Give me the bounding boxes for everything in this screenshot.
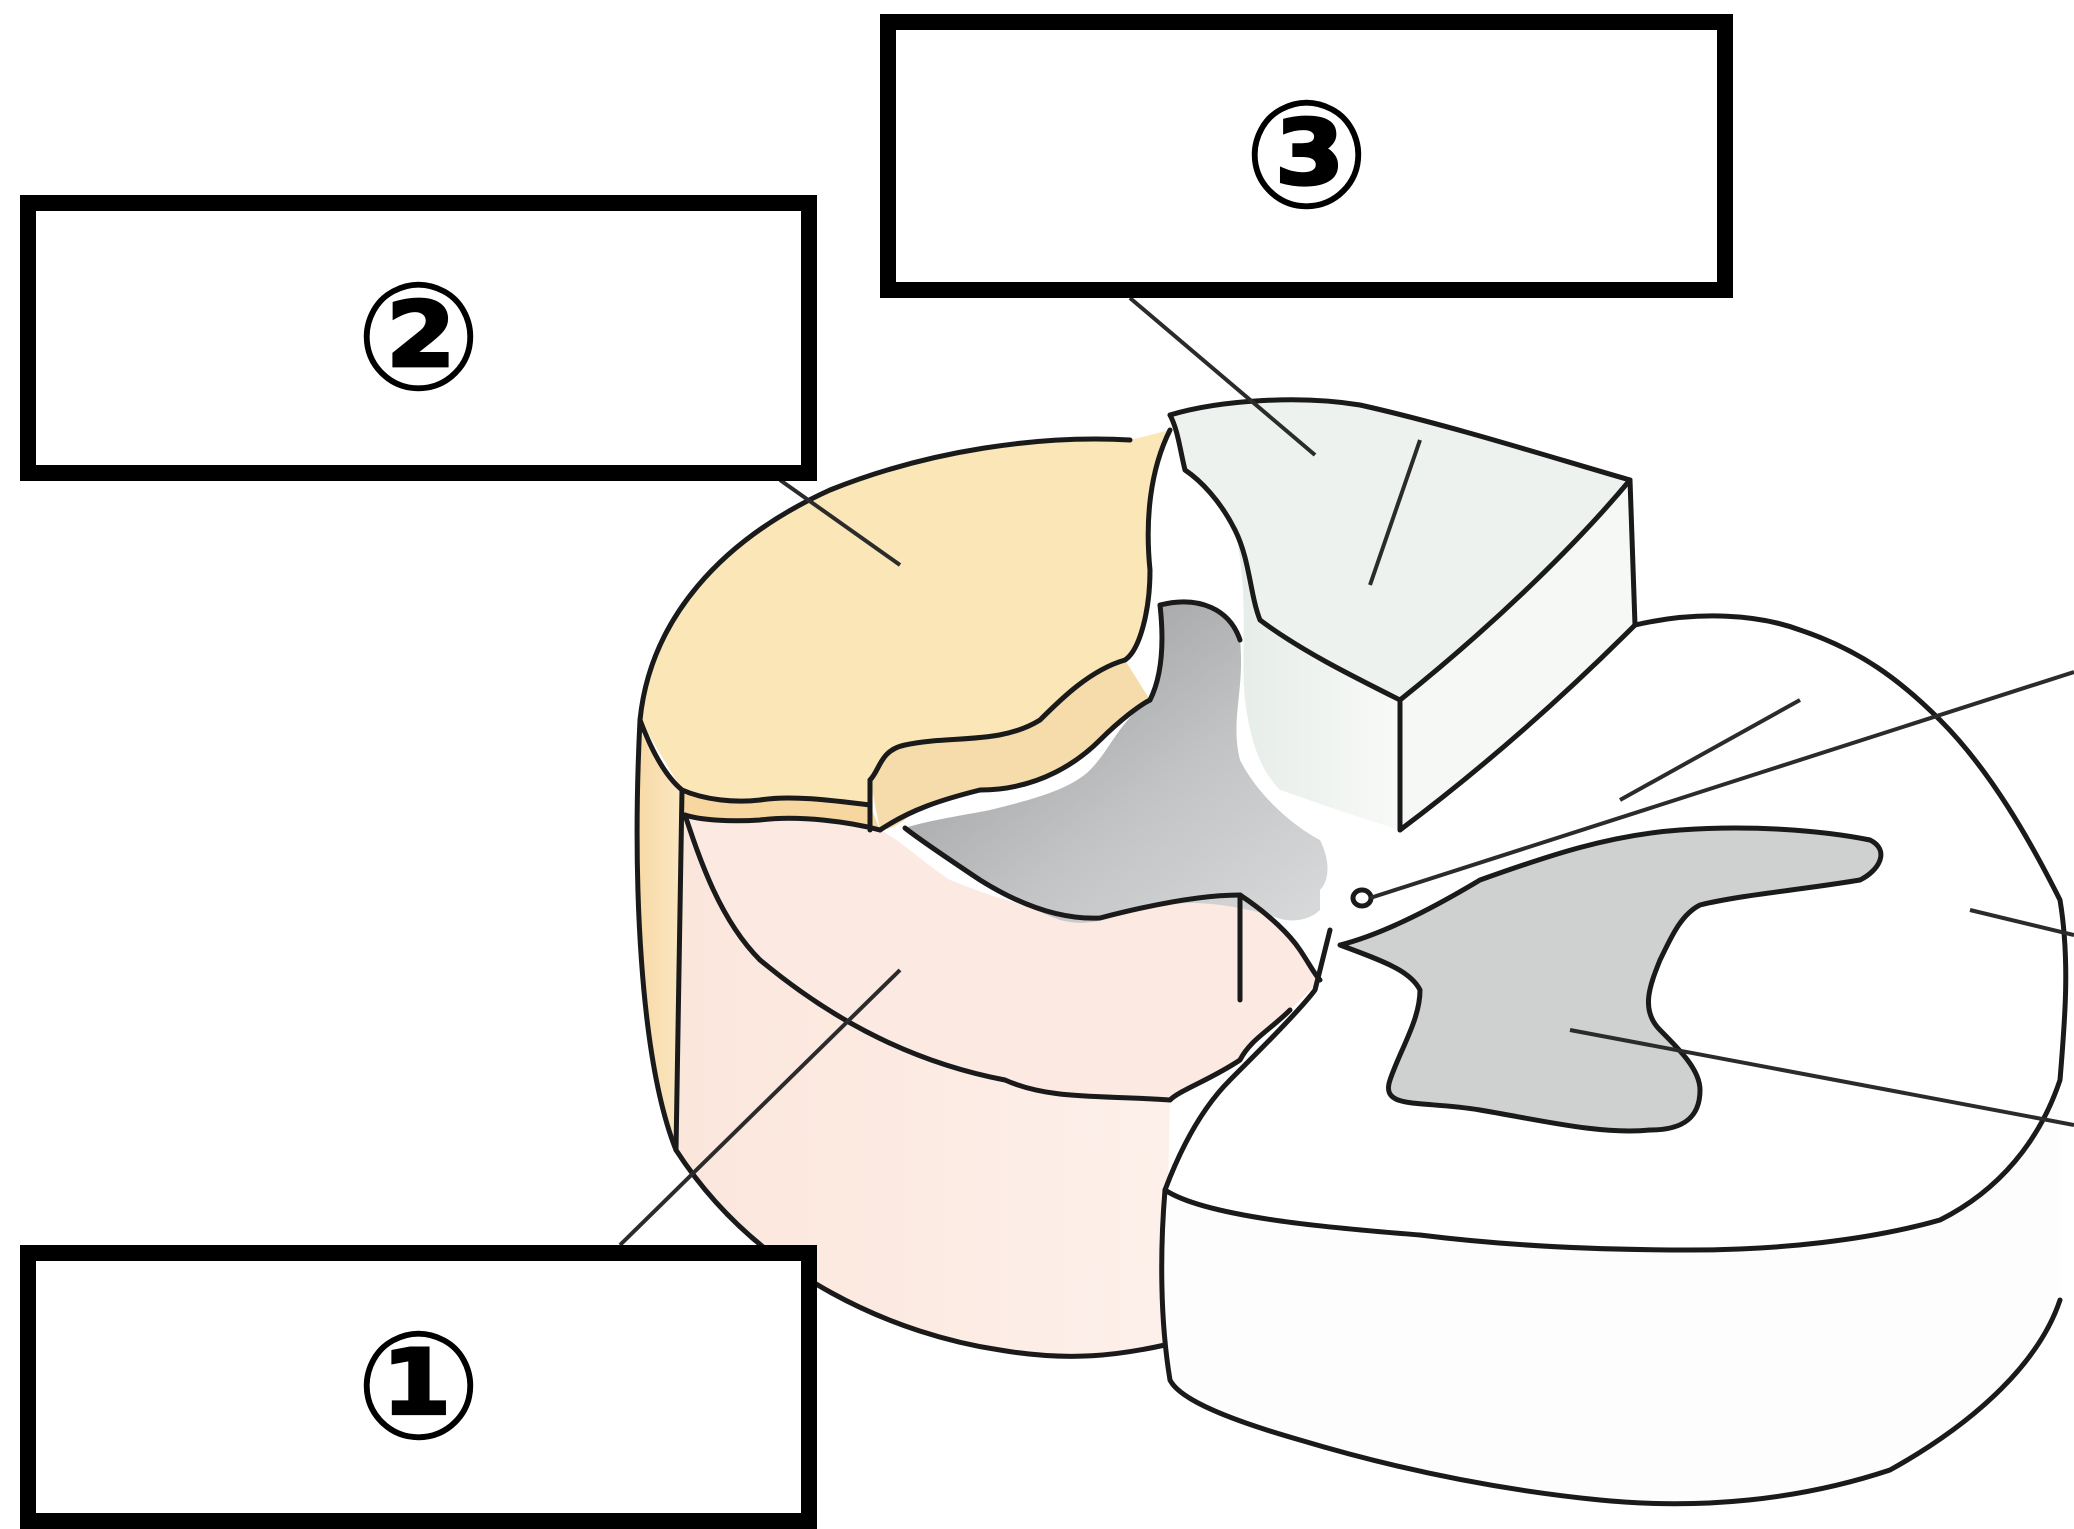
label-box-2[interactable]: ② <box>20 195 817 481</box>
label-2-text: ② <box>355 263 482 413</box>
label-3-text: ③ <box>1243 81 1370 231</box>
label-1-text: ① <box>355 1312 482 1462</box>
label-box-1[interactable]: ① <box>20 1245 817 1529</box>
label-box-3[interactable]: ③ <box>880 14 1733 298</box>
